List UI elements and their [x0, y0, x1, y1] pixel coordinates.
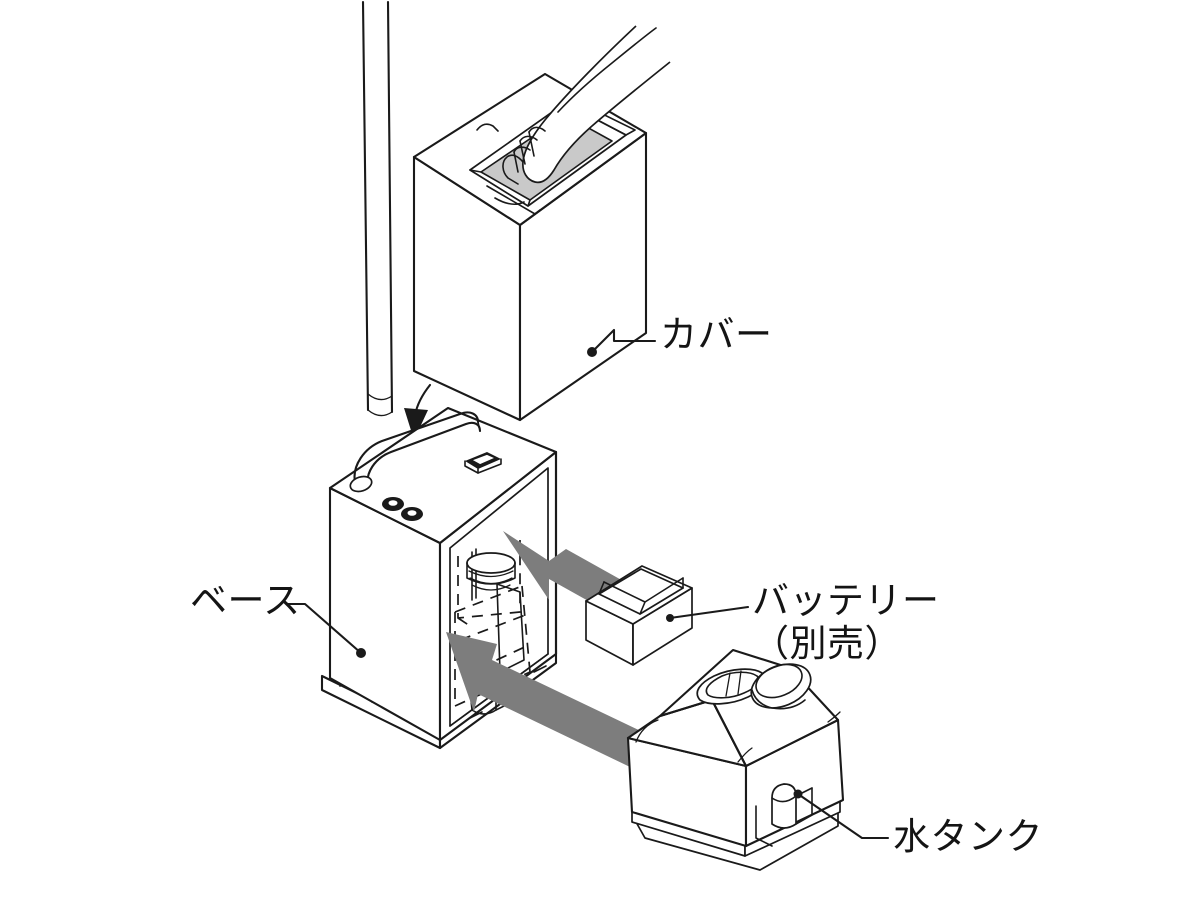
label-base: ベース: [190, 580, 301, 621]
leader-battery: [668, 605, 750, 620]
cover-part: [412, 72, 648, 422]
label-water-tank-text: 水タンク: [893, 816, 1043, 857]
indicator-lights: [382, 497, 423, 521]
label-battery-sub: （別売）: [752, 623, 902, 665]
label-battery: バッテリー （別売）: [752, 580, 940, 665]
hand-illustration: [502, 25, 671, 185]
label-battery-text: バッテリー: [752, 580, 940, 621]
tank-outlet-nozzle: [755, 783, 813, 847]
leader-water-tank: [796, 792, 890, 840]
water-tank-part: [626, 648, 845, 871]
battery-part: [585, 565, 693, 666]
power-switch: [464, 452, 502, 474]
tank-fill-cap: [750, 663, 812, 710]
cover-down-arrow: [404, 383, 432, 440]
pump-nozzle: [466, 552, 516, 591]
handle-pole: [361, 0, 394, 417]
base-part: [320, 406, 558, 750]
leader-cover: [587, 328, 657, 357]
leader-base: [285, 602, 366, 658]
label-cover-text: カバー: [660, 314, 773, 355]
base-rear-handle: [349, 411, 482, 493]
label-cover: カバー: [660, 314, 773, 355]
label-water-tank: 水タンク: [893, 816, 1043, 857]
label-base-text: ベース: [190, 580, 301, 621]
